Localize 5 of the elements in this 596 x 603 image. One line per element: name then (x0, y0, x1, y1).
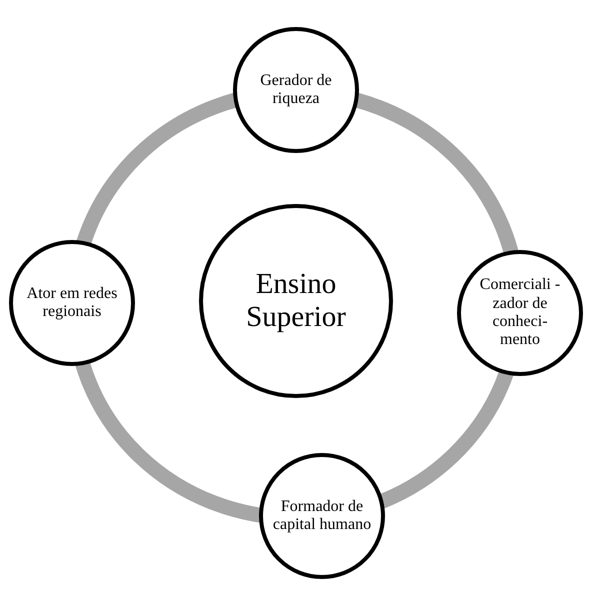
circle-label: Ator em redes regionais (26, 284, 118, 322)
circle-label: Comerciali -zador de conheci- mento (478, 276, 562, 350)
center-label: Ensino Superior (245, 268, 347, 334)
circle-label: Formador de capital humano (272, 498, 372, 534)
circle-label: Gerador de riqueza (259, 72, 333, 108)
